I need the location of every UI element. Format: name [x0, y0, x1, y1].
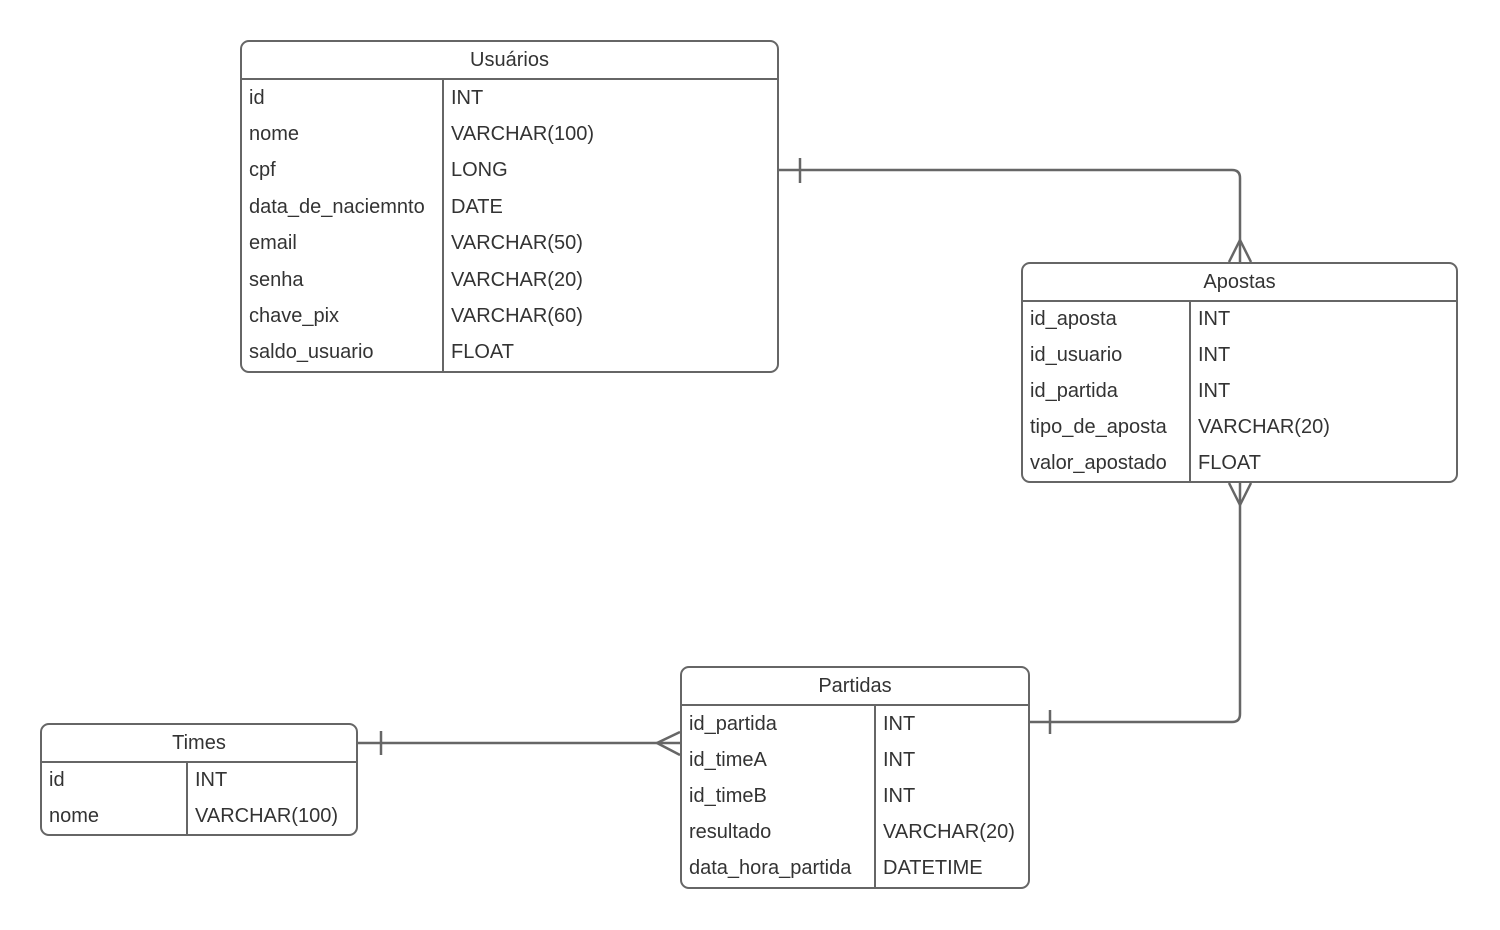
- field-name: saldo_usuario: [242, 334, 444, 371]
- field-type: FLOAT: [451, 341, 514, 364]
- field-name: data_de_naciemnto: [242, 189, 444, 226]
- field-type: LONG: [451, 159, 508, 182]
- field-name: data_hora_partida: [682, 850, 876, 888]
- field-type: DATETIME: [883, 857, 983, 880]
- field-row: nome VARCHAR(100): [42, 798, 356, 834]
- field-type: INT: [195, 769, 228, 792]
- field-type: VARCHAR(20): [883, 821, 1015, 844]
- field-row: id_timeB INT: [682, 778, 1028, 815]
- field-name: tipo_de_aposta: [1023, 409, 1191, 446]
- field-name: id_partida: [682, 706, 876, 743]
- field-type: INT: [883, 785, 916, 807]
- entity-title: Times: [42, 725, 356, 763]
- field-name: chave_pix: [242, 298, 444, 335]
- field-row: email VARCHAR(50): [242, 225, 777, 262]
- relationship-line: [1030, 483, 1242, 724]
- field-type: INT: [1198, 344, 1231, 367]
- field-row: valor_apostado FLOAT: [1023, 445, 1456, 481]
- entity-title: Apostas: [1023, 264, 1456, 302]
- field-row: saldo_usuario FLOAT: [242, 334, 777, 371]
- entity-title: Partidas: [682, 668, 1028, 706]
- field-type: VARCHAR(50): [451, 232, 583, 255]
- field-row: id_timeA INT: [682, 742, 1028, 779]
- crow-foot-many-icon: [1227, 239, 1253, 263]
- field-name: cpf: [242, 152, 444, 190]
- field-name: id_partida: [1023, 373, 1191, 410]
- field-row: data_de_naciemnto DATE: [242, 189, 777, 226]
- field-row: id_partida INT: [1023, 373, 1456, 410]
- field-name: id_timeB: [682, 778, 876, 815]
- field-row: senha VARCHAR(20): [242, 261, 777, 299]
- field-row: chave_pix VARCHAR(60): [242, 298, 777, 335]
- field-type: FLOAT: [1198, 451, 1261, 474]
- field-type: INT: [1198, 379, 1231, 402]
- field-row: data_hora_partida DATETIME: [682, 850, 1028, 888]
- field-name: valor_apostado: [1023, 445, 1191, 481]
- field-row: tipo_de_aposta VARCHAR(20): [1023, 409, 1456, 446]
- entity-title: Usuários: [242, 42, 777, 80]
- field-row: id_partida INT: [682, 706, 1028, 743]
- field-row: cpf LONG: [242, 152, 777, 190]
- field-name: email: [242, 225, 444, 262]
- field-name: id_timeA: [682, 742, 876, 779]
- field-name: senha: [242, 261, 444, 299]
- field-row: id_usuario INT: [1023, 337, 1456, 374]
- field-type: VARCHAR(20): [451, 268, 583, 291]
- field-type: DATE: [451, 195, 503, 218]
- relationship-usuarios-apostas[interactable]: [779, 158, 1253, 263]
- field-row: id INT: [42, 763, 356, 799]
- field-name: resultado: [682, 814, 876, 851]
- field-name: nome: [242, 116, 444, 153]
- field-name: id_aposta: [1023, 302, 1191, 338]
- relationship-line: [779, 168, 1242, 262]
- crow-foot-many-icon: [656, 730, 681, 757]
- field-row: id INT: [242, 80, 777, 117]
- field-row: id_aposta INT: [1023, 302, 1456, 338]
- field-type: VARCHAR(60): [451, 304, 583, 327]
- crow-foot-many-icon: [1227, 482, 1253, 506]
- field-type: VARCHAR(20): [1198, 415, 1330, 438]
- field-type: VARCHAR(100): [195, 804, 338, 827]
- entity-usuarios[interactable]: Usuários id INT nome VARCHAR(100) cpf LONG dat…: [240, 40, 779, 373]
- field-name: id_usuario: [1023, 337, 1191, 374]
- field-name: id: [42, 763, 188, 799]
- entity-rows: id INT nome VARCHAR(100): [42, 763, 356, 834]
- field-type: VARCHAR(100): [451, 123, 594, 146]
- field-type: INT: [1198, 308, 1231, 331]
- field-type: INT: [883, 748, 916, 771]
- field-name: id: [242, 80, 444, 117]
- field-row: nome VARCHAR(100): [242, 116, 777, 153]
- relationship-times-partidas[interactable]: [358, 730, 681, 757]
- entity-rows: id INT nome VARCHAR(100) cpf LONG data_de_naci…: [242, 80, 777, 371]
- field-row: resultado VARCHAR(20): [682, 814, 1028, 851]
- field-type: INT: [883, 712, 916, 735]
- field-name: nome: [42, 798, 188, 834]
- field-type: INT: [451, 86, 484, 109]
- entity-times[interactable]: Times id INT nome VARCHAR(100): [40, 723, 358, 836]
- relationship-partidas-apostas[interactable]: [1030, 482, 1253, 734]
